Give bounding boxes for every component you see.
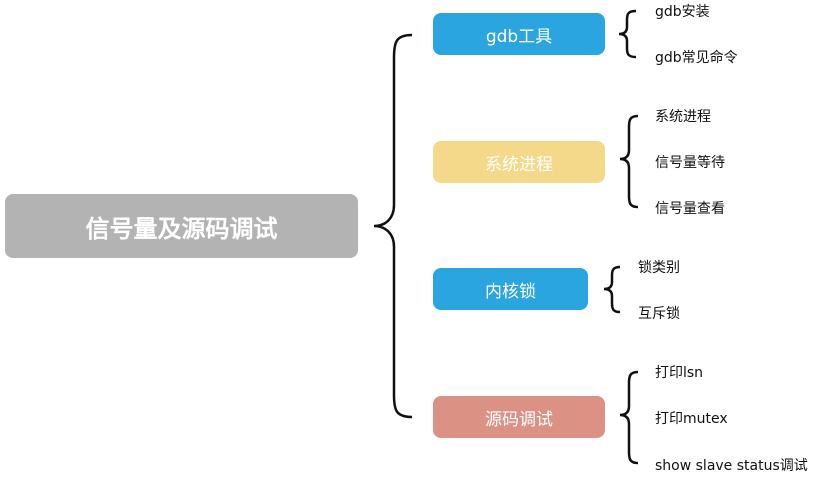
branch-gdb-tools[interactable]: gdb工具 <box>433 13 605 55</box>
leaf-system-process[interactable]: 系统进程 <box>655 109 711 125</box>
root-node[interactable]: 信号量及源码调试 <box>5 194 358 258</box>
branch-label: 系统进程 <box>485 154 553 175</box>
leaf-print-mutex[interactable]: 打印mutex <box>655 411 728 427</box>
leaf-mutex-lock[interactable]: 互斥锁 <box>638 306 680 322</box>
branch-system-process[interactable]: 系统进程 <box>433 141 605 183</box>
brace-process <box>619 114 639 209</box>
leaf-gdb-install[interactable]: gdb安装 <box>655 4 710 20</box>
brace-gdb <box>618 9 637 59</box>
branch-source-debug[interactable]: 源码调试 <box>433 396 605 438</box>
branch-label: 内核锁 <box>485 281 536 302</box>
brace-source <box>619 370 639 465</box>
root-label: 信号量及源码调试 <box>85 214 278 243</box>
leaf-lock-types[interactable]: 锁类别 <box>638 260 680 276</box>
branch-label: gdb工具 <box>485 26 553 47</box>
branch-label: 源码调试 <box>485 409 553 430</box>
leaf-semaphore-view[interactable]: 信号量查看 <box>655 201 725 217</box>
leaf-gdb-commands[interactable]: gdb常见命令 <box>655 50 738 66</box>
leaf-print-lsn[interactable]: 打印lsn <box>655 365 704 381</box>
root-brace <box>373 33 413 419</box>
leaf-show-slave-status[interactable]: show slave status调试 <box>655 458 808 474</box>
leaf-semaphore-wait[interactable]: 信号量等待 <box>655 155 725 171</box>
branch-kernel-lock[interactable]: 内核锁 <box>433 268 588 310</box>
brace-lock <box>603 265 621 314</box>
